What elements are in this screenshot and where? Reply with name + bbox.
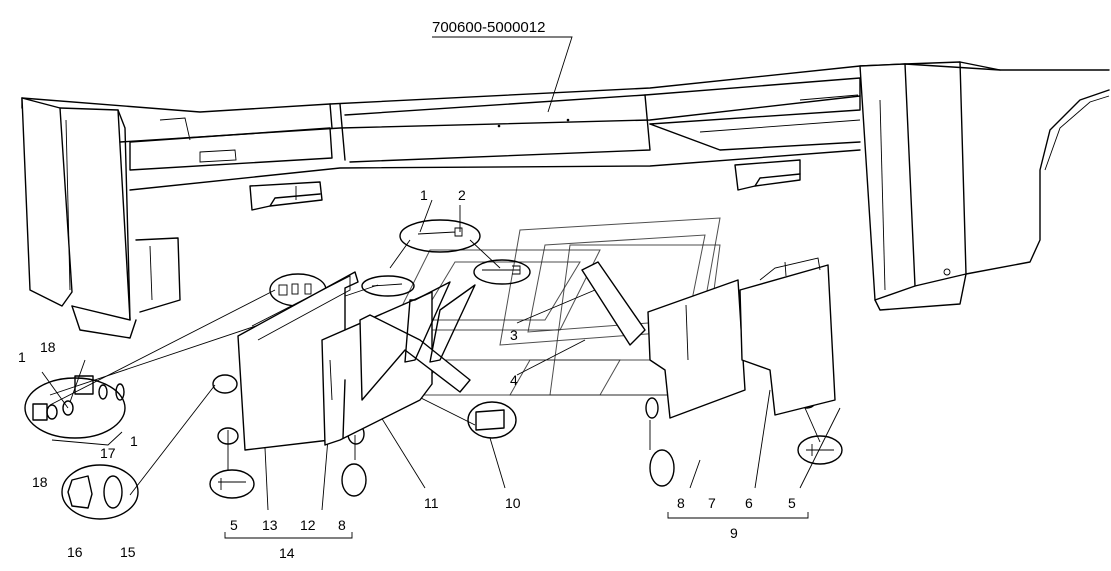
callout-1-left: 1 bbox=[18, 349, 26, 365]
callout-4: 4 bbox=[510, 372, 518, 388]
callout-6: 6 bbox=[745, 495, 753, 511]
group-brackets bbox=[224, 512, 809, 539]
callout-12: 12 bbox=[300, 517, 316, 533]
callout-9: 9 bbox=[730, 525, 738, 541]
callout-15: 15 bbox=[120, 544, 136, 560]
fastener-details bbox=[24, 219, 843, 520]
callout-7: 7 bbox=[708, 495, 716, 511]
callout-14: 14 bbox=[279, 545, 295, 561]
callout-18-bottom: 18 bbox=[32, 474, 48, 490]
right-mudflap-group bbox=[581, 257, 836, 419]
callout-5-right: 5 bbox=[788, 495, 796, 511]
callout-10: 10 bbox=[505, 495, 521, 511]
callout-2: 2 bbox=[458, 187, 466, 203]
left-mudflap-group bbox=[237, 271, 476, 451]
callout-8-right: 8 bbox=[677, 495, 685, 511]
callout-1: 1 bbox=[420, 187, 428, 203]
callout-17: 17 bbox=[100, 445, 116, 461]
callout-11: 11 bbox=[424, 495, 439, 511]
callout-8-left: 8 bbox=[338, 517, 346, 533]
callout-16: 16 bbox=[67, 544, 83, 560]
callout-1-right: 1 bbox=[130, 433, 138, 449]
vehicle-bumper bbox=[21, 61, 1110, 339]
callout-18-top: 18 bbox=[40, 339, 56, 355]
callout-5-left: 5 bbox=[230, 517, 238, 533]
callout-13: 13 bbox=[262, 517, 278, 533]
callout-3: 3 bbox=[510, 327, 518, 343]
assembly-number-label: 700600-5000012 bbox=[432, 19, 545, 36]
